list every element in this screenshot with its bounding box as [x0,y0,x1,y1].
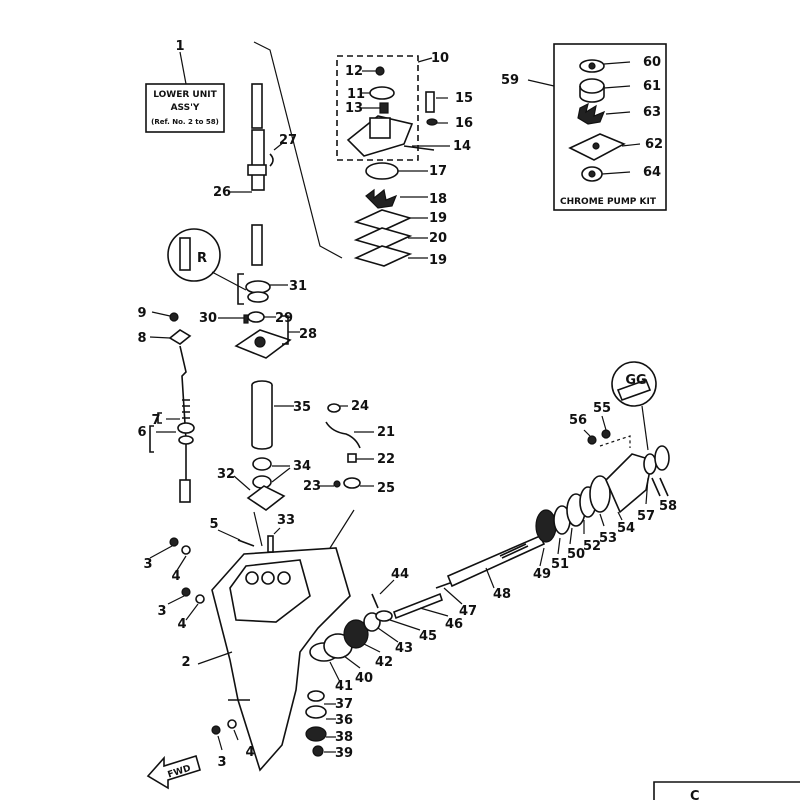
callout-13: 13 [345,101,363,116]
callout-32: 32 [217,467,235,482]
callout-6: 6 [137,425,146,440]
callout-59: 59 [501,73,519,88]
r-marker: R [167,228,247,291]
callout-44: 44 [391,567,409,582]
callout-15: 15 [455,91,473,106]
callout-27: 27 [279,133,297,148]
callout-60: 60 [643,55,661,70]
callout-17: 17 [429,164,447,179]
callout-62: 62 [645,137,663,152]
callout-4: 4 [171,569,180,584]
callout-31: 31 [289,279,307,294]
tube [251,380,294,450]
propeller-shaft-group [371,534,546,631]
gg-marker-label: GG [625,373,646,388]
reverse-gear-group [535,415,670,567]
callout-36: 36 [335,713,353,728]
callout-5: 5 [209,517,218,532]
callout-46: 46 [445,617,463,632]
water-pump-group [253,41,450,267]
chrome-pump-kit-box: CHROME PUMP KIT [527,43,667,211]
callout-49: 49 [533,567,551,582]
callout-29: 29 [275,311,293,326]
callout-3: 3 [217,755,226,770]
callout-12: 12 [345,64,363,79]
lower-unit-assy-box: LOWER UNIT ASS'Y (Ref. No. 2 to 58) [145,51,225,133]
callout-40: 40 [355,671,373,686]
callout-42: 42 [375,655,393,670]
callout-58: 58 [659,499,677,514]
callout-30: 30 [199,311,217,326]
callout-34: 34 [293,459,311,474]
callout-2: 2 [181,655,190,670]
water-tube-group [318,403,374,489]
callout-9: 9 [137,306,146,321]
drive-shaft [230,83,288,305]
callout-19: 19 [429,253,447,268]
callout-56: 56 [569,413,587,428]
callout-33: 33 [277,513,295,528]
callout-4: 4 [245,745,254,760]
shift-rod-group [149,311,195,503]
callout-14: 14 [453,139,471,154]
callout-23: 23 [303,479,321,494]
callout-11: 11 [347,87,365,102]
callout-54: 54 [617,521,635,536]
callout-39: 39 [335,746,353,761]
callout-3: 3 [143,557,152,572]
callout-21: 21 [377,425,395,440]
callout-1: 1 [175,39,184,54]
callout-25: 25 [377,481,395,496]
gg-marker: GG [611,361,657,451]
lower-unit-box-line3: (Ref. No. 2 to 58) [151,118,219,126]
callout-57: 57 [637,509,655,524]
callout-51: 51 [551,557,569,572]
callout-50: 50 [567,547,585,562]
callout-8: 8 [137,331,146,346]
bolts-washers [149,537,239,751]
chrome-pump-kit-label: CHROME PUMP KIT [560,197,657,207]
callout-20: 20 [429,231,447,246]
callout-61: 61 [643,79,661,94]
callout-26: 26 [213,185,231,200]
callout-45: 45 [419,629,437,644]
callout-3: 3 [157,604,166,619]
upper-case-housing [218,311,300,359]
callout-55: 55 [593,401,611,416]
callout-41: 41 [335,679,353,694]
corner-mark-label: C [690,789,700,800]
corner-mark: C [653,781,800,800]
callout-64: 64 [643,165,661,180]
callout-48: 48 [493,587,511,602]
callout-43: 43 [395,641,413,656]
callout-35: 35 [293,400,311,415]
callout-38: 38 [335,730,353,745]
callout-52: 52 [583,539,601,554]
callout-24: 24 [351,399,369,414]
callout-10: 10 [431,51,449,66]
callout-63: 63 [643,105,661,120]
forward-gear-group [305,612,399,757]
seal-group [233,457,291,511]
r-marker-label: R [197,251,207,266]
callout-22: 22 [377,452,395,467]
callout-37: 37 [335,697,353,712]
lower-casing [197,509,355,772]
callout-18: 18 [429,192,447,207]
lower-unit-box-line2: ASS'Y [171,103,200,113]
callout-47: 47 [459,604,477,619]
lower-unit-box-line1: LOWER UNIT [153,90,217,100]
fwd-arrow: FWD [146,754,201,790]
callout-19: 19 [429,211,447,226]
callout-numbers: 1233344456789101112131415161718192019212… [137,39,677,770]
callout-16: 16 [455,116,473,131]
callout-4: 4 [177,617,186,632]
callout-53: 53 [599,531,617,546]
callout-28: 28 [299,327,317,342]
callout-7: 7 [151,413,160,428]
